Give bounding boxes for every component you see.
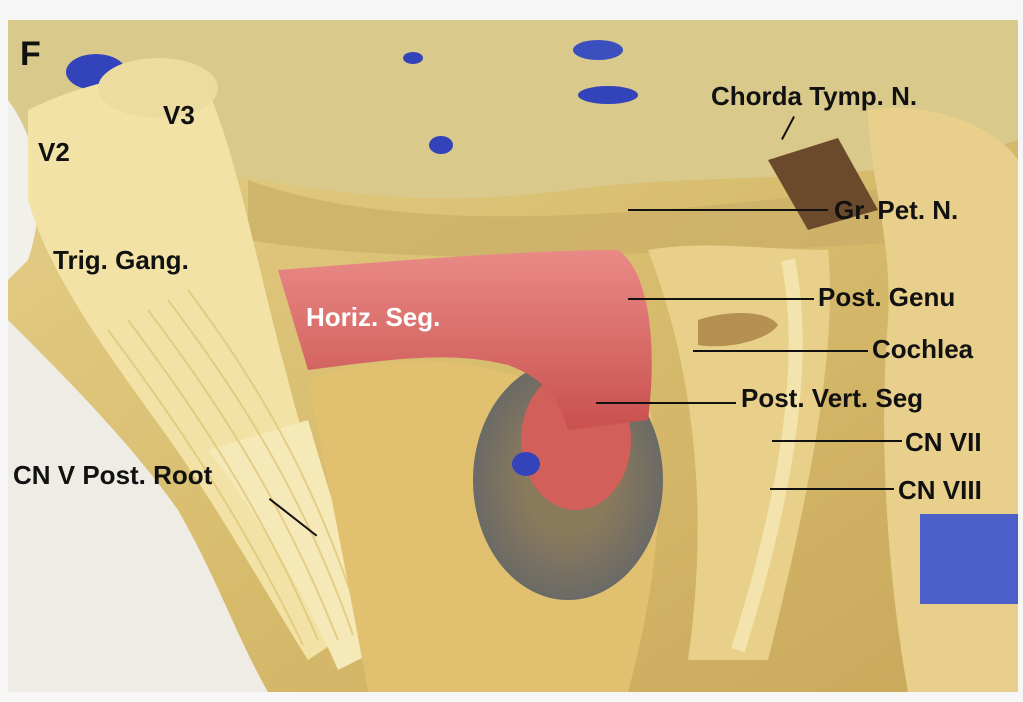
leader-line-cn-vii — [772, 440, 902, 442]
cochlea-shape — [698, 313, 778, 347]
dark-cavity — [768, 138, 878, 230]
leader-line-post-vert-seg — [596, 402, 736, 404]
label-gr-pet: Gr. Pet. N. — [834, 195, 959, 225]
label-post-genu: Post. Genu — [818, 282, 956, 312]
v3-bump — [98, 58, 218, 118]
leader-line-post-genu — [628, 298, 814, 300]
label-cn-vii: CN VII — [905, 427, 982, 457]
label-v3: V3 — [163, 100, 195, 130]
label-cn-viii: CN VIII — [898, 475, 982, 505]
leader-line-cn-viii — [770, 488, 894, 490]
anatomy-photo: F V2 V3 Trig. Gang. Horiz. Seg. CN V Pos… — [8, 20, 1018, 692]
horizontal-segment — [278, 250, 652, 430]
nerve-root — [208, 420, 378, 670]
cn-vii-fiber — [731, 258, 803, 653]
dissection-image — [8, 20, 1018, 692]
leader-line-gr-pet — [628, 209, 828, 211]
label-cochlea: Cochlea — [872, 334, 974, 364]
blue-mark — [512, 452, 540, 476]
blue-mark — [578, 86, 638, 104]
blue-mark — [920, 514, 1018, 604]
label-post-vert-seg: Post. Vert. Seg — [741, 383, 924, 413]
label-horiz-seg: Horiz. Seg. — [306, 302, 441, 332]
nerve-fibers — [107, 289, 364, 646]
upper-dura — [8, 20, 1018, 199]
left-white-tissue — [8, 100, 39, 280]
leader-line-cochlea — [693, 350, 868, 352]
canal — [648, 245, 830, 661]
label-chorda-tymp: Chorda Tymp. N. — [711, 81, 918, 111]
label-v2: V2 — [38, 137, 70, 167]
left-white-tissue — [8, 320, 268, 692]
label-cn-v-post-root: CN V Post. Root — [13, 460, 213, 490]
blue-mark — [573, 40, 623, 60]
blue-mark — [429, 136, 453, 154]
blue-mark — [403, 52, 423, 64]
panel-letter: F — [20, 35, 41, 73]
label-trig-gang: Trig. Gang. — [53, 245, 189, 275]
upper-shadow — [248, 170, 1018, 257]
